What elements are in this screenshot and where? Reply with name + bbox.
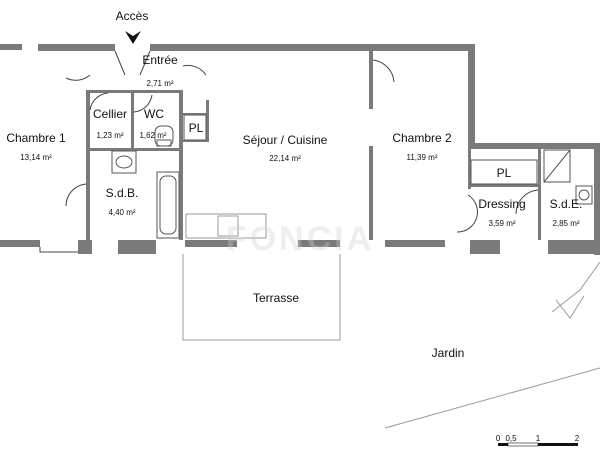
room-sejour-name: Séjour / Cuisine xyxy=(243,133,328,147)
scale-tick-0: 0 xyxy=(496,434,501,443)
room-entree-name: Entrée xyxy=(142,53,178,67)
room-chambre2-area: 11,39 m² xyxy=(407,153,438,162)
room-cellier-area: 1,23 m² xyxy=(96,131,123,140)
room-labels: Entrée 2,71 m² Cellier 1,23 m² WC 1,62 m… xyxy=(6,53,582,360)
scale-tick-1: 0,5 xyxy=(505,434,517,443)
scale-tick-2: 1 xyxy=(536,434,541,443)
room-sdb-area: 4,40 m² xyxy=(108,208,135,217)
fixtures xyxy=(111,114,593,239)
access-label: Accès xyxy=(116,9,149,23)
watermark-text: FONCIA xyxy=(226,220,374,258)
garden-label: Jardin xyxy=(432,346,465,360)
scale-bar: 0 0,5 1 2 xyxy=(496,434,580,447)
door-swings xyxy=(39,50,539,253)
access-marker: Accès xyxy=(116,9,149,44)
room-chambre1-area: 13,14 m² xyxy=(20,153,52,162)
room-pl-dressing-name: PL xyxy=(497,166,512,180)
room-dressing-name: Dressing xyxy=(478,197,525,211)
outdoor-lines xyxy=(182,254,600,429)
room-chambre2-name: Chambre 2 xyxy=(392,131,452,145)
access-arrow-icon xyxy=(125,31,141,44)
scale-tick-3: 2 xyxy=(575,434,580,443)
exterior-walls xyxy=(0,44,600,255)
room-entree-area: 2,71 m² xyxy=(146,79,173,88)
room-cellier-name: Cellier xyxy=(93,107,127,121)
room-chambre1-name: Chambre 1 xyxy=(6,131,66,145)
room-pl-entry-name: PL xyxy=(189,121,204,135)
terrace-label: Terrasse xyxy=(253,291,299,305)
room-sdb-name: S.d.B. xyxy=(106,186,139,200)
room-sejour-area: 22,14 m² xyxy=(269,154,301,163)
room-sde-name: S.d.E. xyxy=(550,197,583,211)
room-dressing-area: 3,59 m² xyxy=(488,219,515,228)
interior-partitions xyxy=(86,51,541,240)
room-wc-area: 1,62 m² xyxy=(139,131,166,140)
room-sde-area: 2,85 m² xyxy=(552,219,579,228)
room-wc-name: WC xyxy=(144,107,164,121)
